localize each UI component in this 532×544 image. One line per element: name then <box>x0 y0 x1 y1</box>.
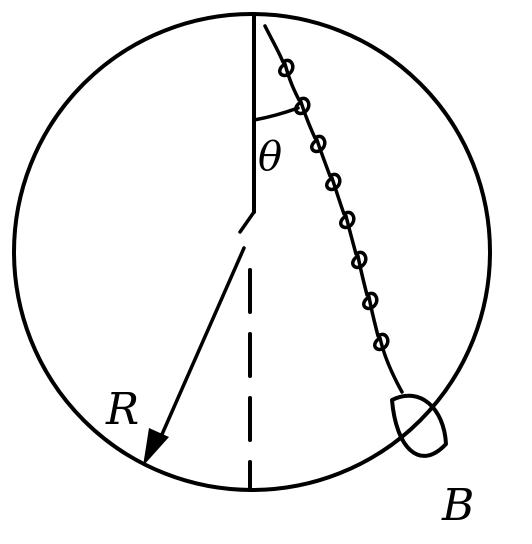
theta-label: θ <box>258 134 282 180</box>
radius-label: R <box>105 384 139 435</box>
vertical-line-bend <box>238 210 256 234</box>
radius-arrow-line <box>154 246 246 450</box>
angle-arc <box>252 106 300 122</box>
spring <box>263 24 404 394</box>
bead <box>390 393 448 458</box>
bead-label: B <box>441 480 474 531</box>
radius-arrowhead <box>143 428 169 466</box>
